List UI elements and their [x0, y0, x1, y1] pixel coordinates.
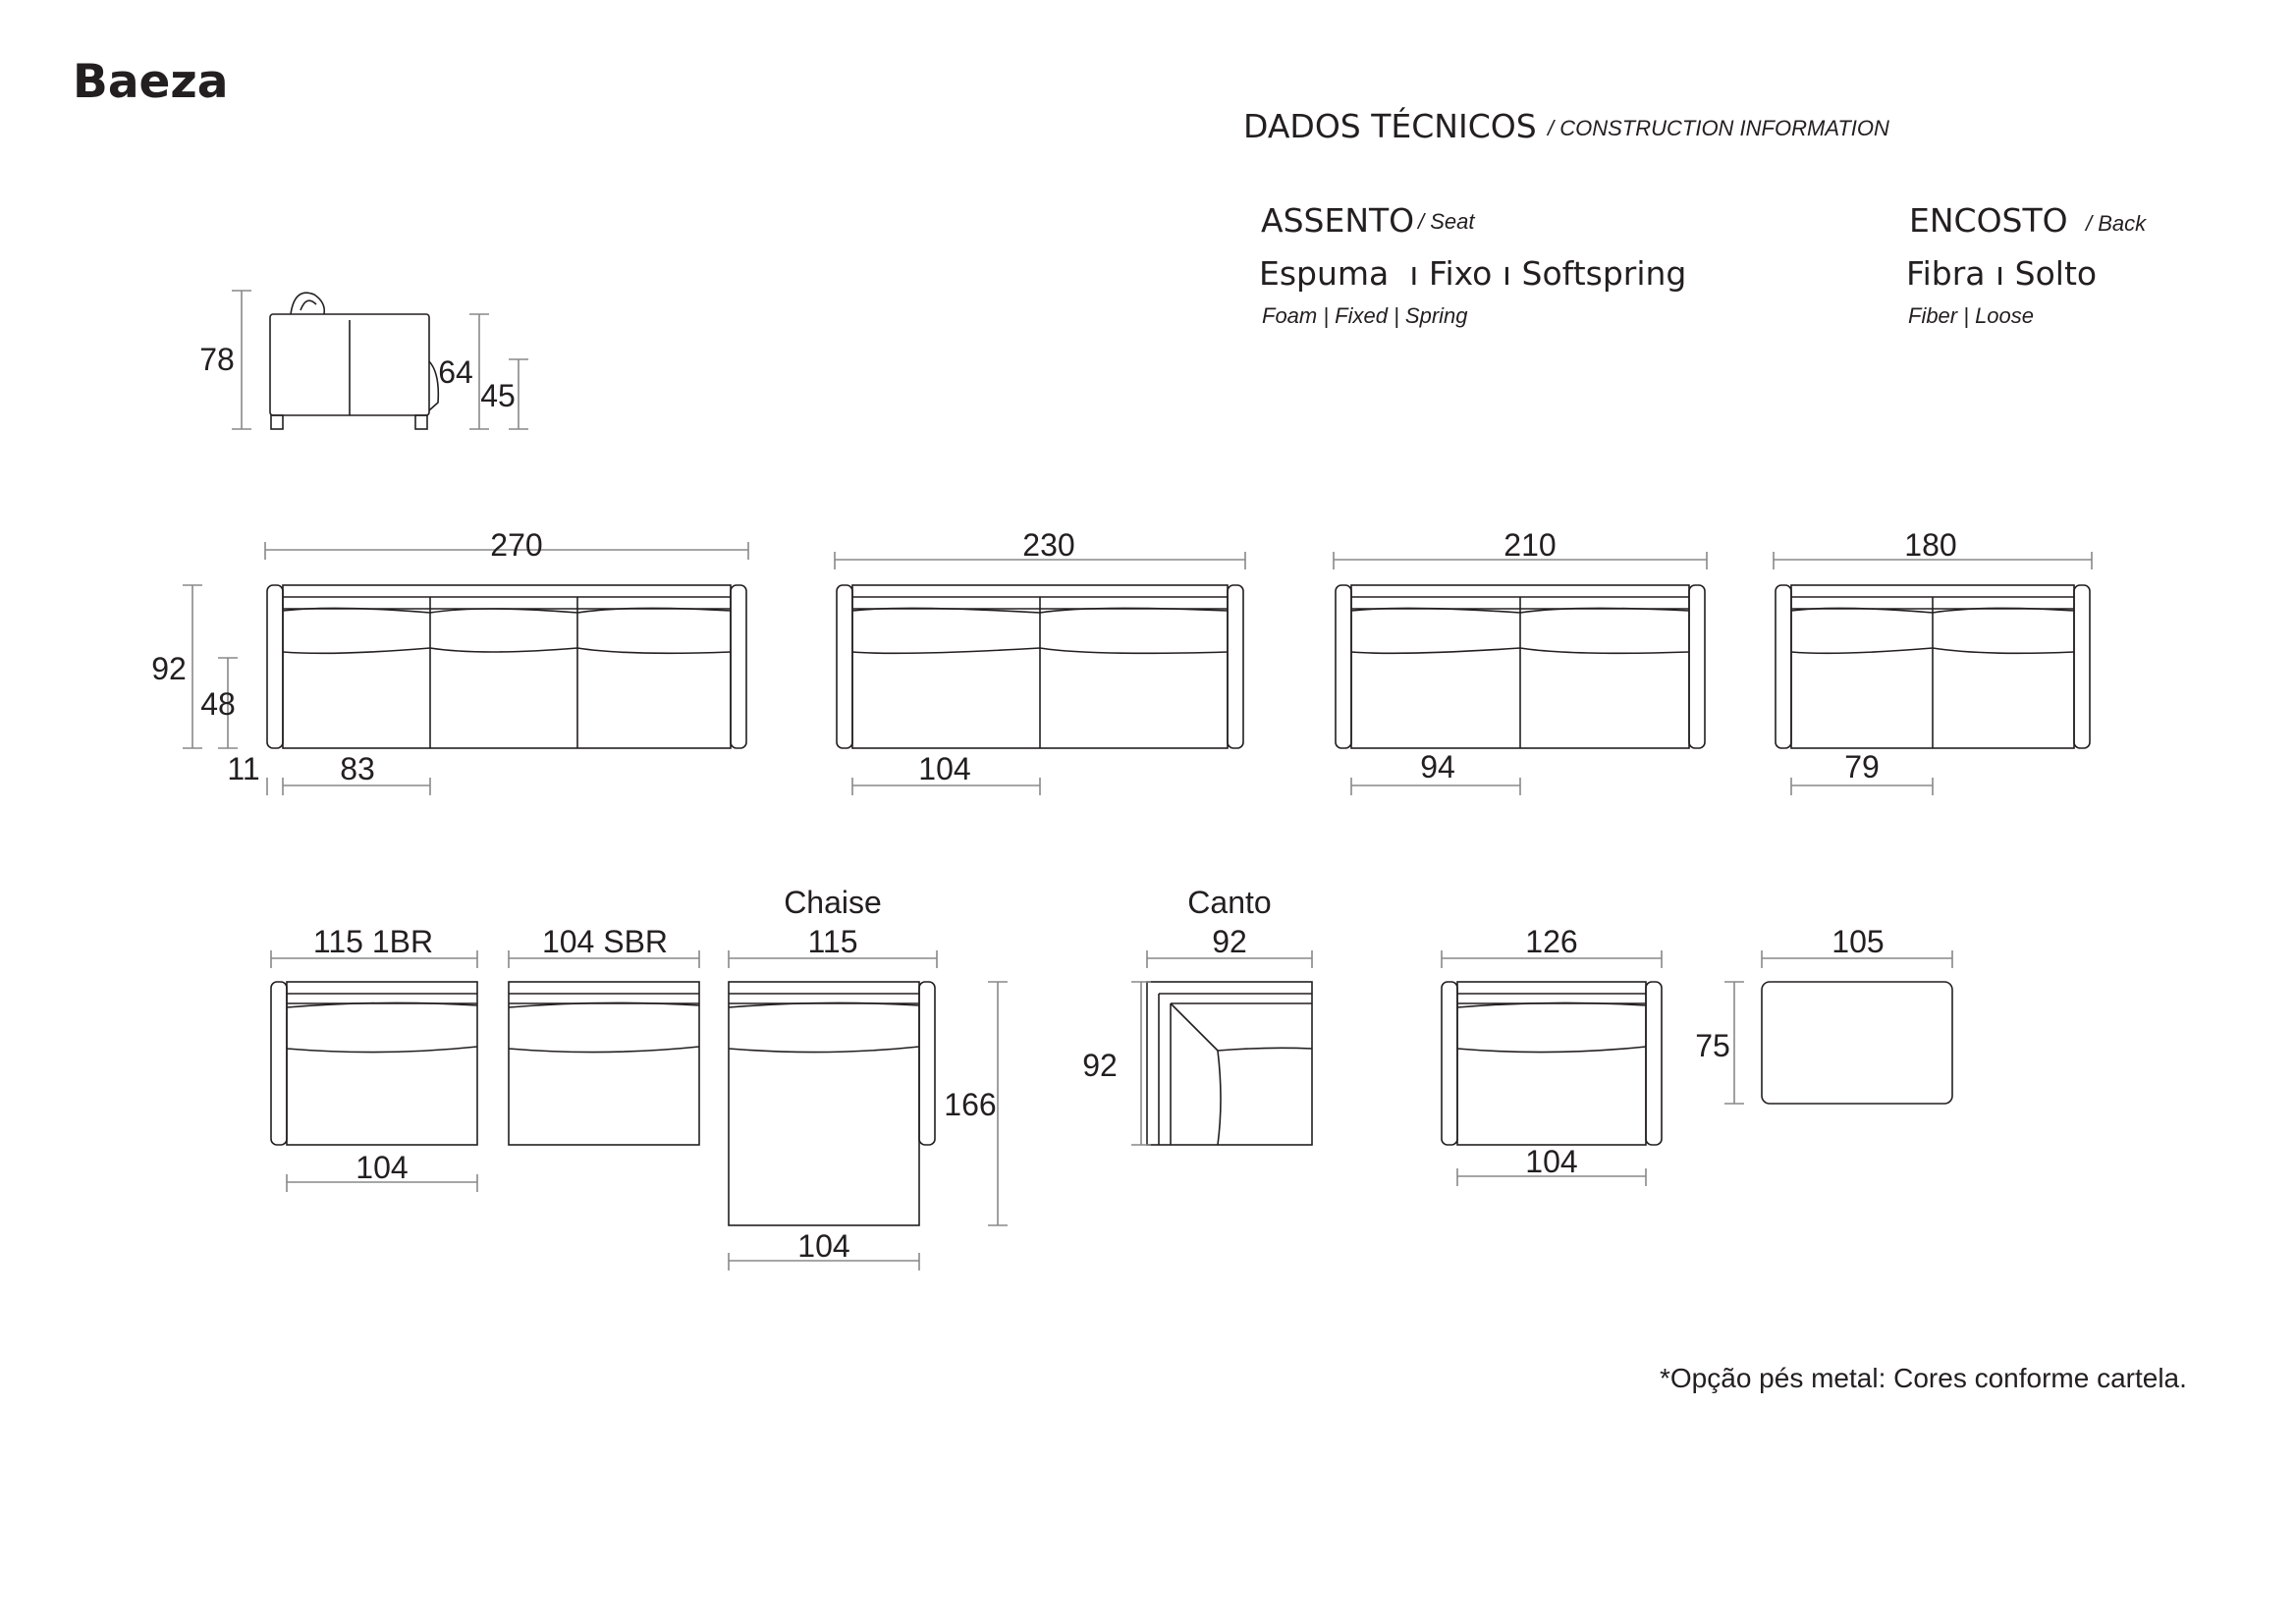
corner-depth-label: 92 [1082, 1048, 1118, 1083]
module-sbr-label: 104 SBR [542, 924, 668, 959]
side-seat-height-label: 45 [480, 378, 516, 413]
sofa-210-module-label: 94 [1420, 749, 1455, 784]
sofa-180 [1773, 552, 2093, 795]
technical-data-heading: DADOS TÉCNICOS [1243, 107, 1537, 145]
chaise-inner-label: 104 [797, 1228, 849, 1264]
corner-width-label: 92 [1212, 924, 1247, 959]
sofa-230-width-label: 230 [1022, 527, 1074, 563]
module-1br [270, 950, 478, 1192]
back-title: ENCOSTO [1909, 201, 2068, 240]
seat-title: ASSENTO [1261, 201, 1415, 240]
construction-info-subheading: / CONSTRUCTION INFORMATION [1548, 116, 1889, 140]
module-1br-inner-label: 104 [355, 1150, 408, 1185]
module-pouf [1724, 950, 1953, 1105]
sofa-seat-depth-label: 48 [200, 686, 236, 722]
sofa-210 [1333, 552, 1708, 795]
pouf-depth-label: 75 [1695, 1028, 1730, 1063]
chaise-name: Chaise [784, 885, 882, 920]
product-title: Baeza [73, 55, 229, 109]
sofa-270-module-label: 83 [340, 751, 375, 786]
back-value-en: Fiber | Loose [1908, 303, 2035, 328]
footnote: *Opção pés metal: Cores conforme cartela… [1660, 1363, 2187, 1393]
chaise-width-label: 115 [807, 924, 857, 959]
module-sbr [508, 950, 700, 1146]
module-126-width-label: 126 [1525, 924, 1577, 959]
side-arm-height-label: 64 [438, 354, 473, 390]
side-view [232, 290, 528, 430]
sofa-230-module-label: 104 [918, 751, 970, 786]
sofa-arm-width-label: 11 [227, 751, 259, 786]
seat-value: Espuma ı Fixo ı Softspring [1259, 254, 1687, 293]
corner-name: Canto [1187, 885, 1271, 920]
module-corner [1131, 950, 1313, 1146]
module-126-inner-label: 104 [1525, 1144, 1577, 1179]
back-title-en: / Back [2086, 211, 2147, 236]
sofa-180-width-label: 180 [1904, 527, 1956, 563]
seat-value-en: Foam | Fixed | Spring [1262, 303, 1468, 328]
pouf-width-label: 105 [1831, 924, 1884, 959]
module-1br-label: 115 1BR [313, 924, 433, 959]
sofa-depth-label: 92 [151, 651, 187, 686]
module-126 [1441, 950, 1663, 1186]
side-height-label: 78 [199, 342, 235, 377]
sofa-180-module-label: 79 [1844, 749, 1880, 784]
sofa-270-width-label: 270 [490, 527, 542, 563]
back-value: Fibra ı Solto [1906, 254, 2098, 293]
sofa-270 [183, 542, 749, 795]
sofa-230 [834, 552, 1246, 795]
module-chaise [728, 950, 1008, 1271]
chaise-depth-label: 166 [944, 1087, 996, 1122]
sofa-210-width-label: 210 [1503, 527, 1556, 563]
seat-title-en: / Seat [1418, 209, 1475, 234]
